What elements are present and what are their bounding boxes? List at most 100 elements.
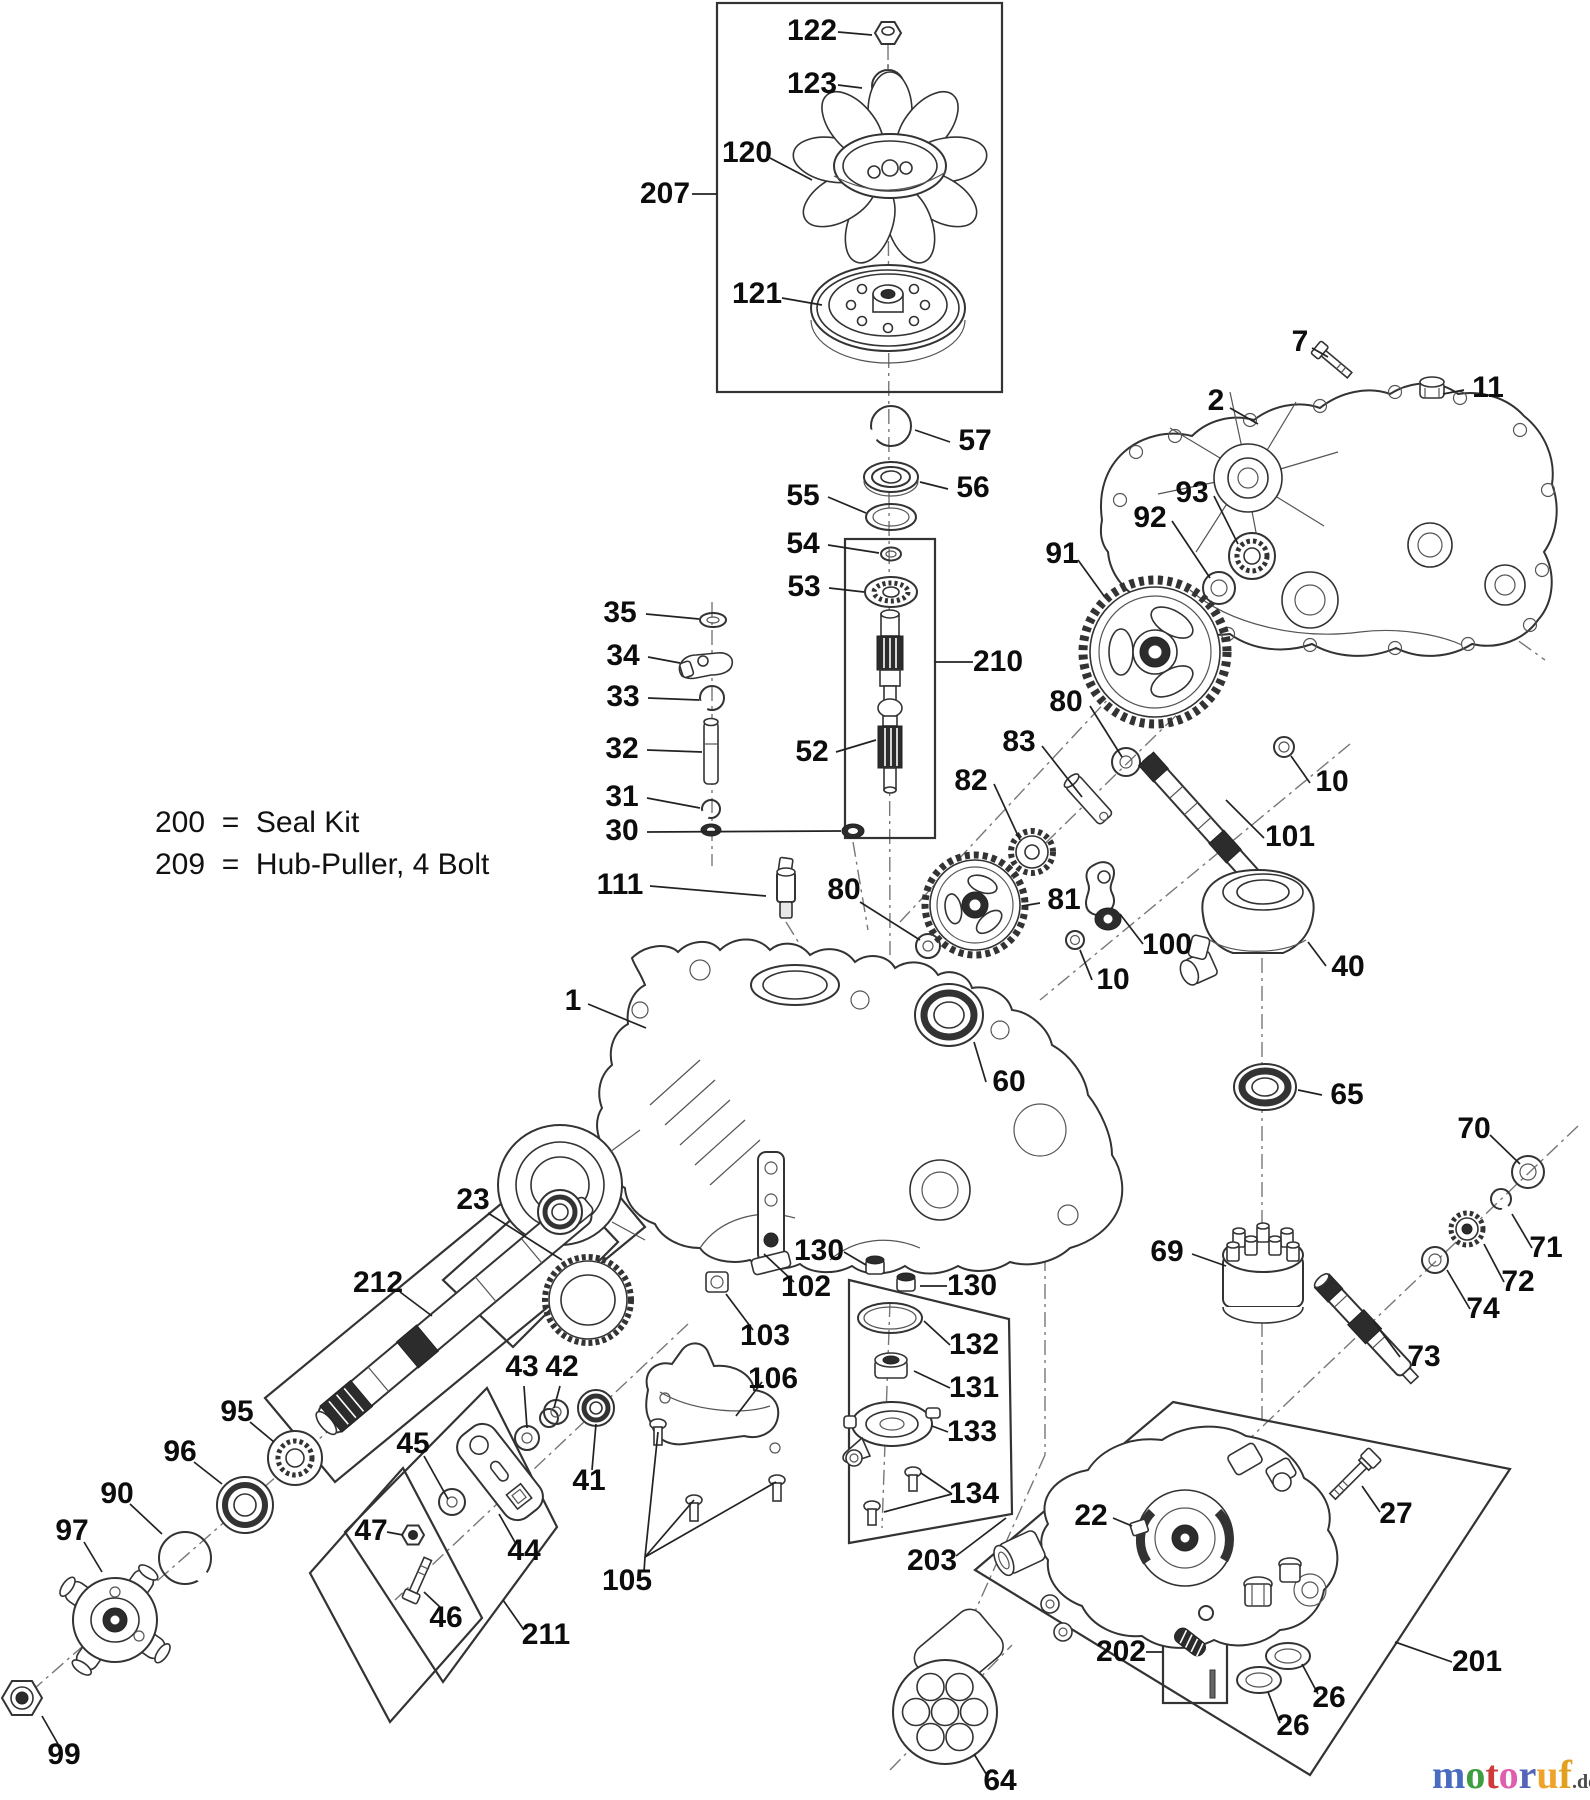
axle-212-glyph [315,1196,594,1436]
part-label-123-1: 123 [787,67,837,100]
shaft-73-glyph [1313,1273,1420,1385]
part-label-111-18: 111 [597,868,644,901]
bracket-106-glyph [645,1342,781,1454]
box-201 [973,1400,1512,1777]
part-label-202-46: 202 [1096,1635,1146,1668]
bushing-131-glyph [874,1352,908,1379]
wm-suffix: .de [1572,1771,1590,1793]
oring-10-lower-glyph [1065,930,1085,950]
box-210 [843,537,937,840]
fitting-a-glyph [1243,1576,1273,1607]
fan-120-glyph [792,71,988,264]
part-label-93-33: 93 [1175,476,1208,509]
part-label-100-25: 100 [1142,928,1192,961]
part-label-45-70: 45 [396,1427,429,1460]
plug-130-a-glyph [865,1255,885,1275]
pump-bolts-glyph [1040,1594,1073,1642]
part-label-52-11: 52 [795,735,828,768]
shaft-52-glyph [876,609,904,794]
piston-block-64-glyph [892,1608,1004,1765]
part-label-132-55: 132 [949,1328,999,1361]
part-label-40-29: 40 [1331,950,1364,983]
hub-97-glyph [59,1564,171,1676]
plug-130-b-glyph [896,1272,916,1292]
part-label-96-65: 96 [163,1435,196,1468]
seal-65-glyph [1233,1063,1297,1111]
part-label-83-22: 83 [1002,725,1035,758]
part-label-211-76: 211 [522,1618,570,1651]
part-label-130-57: 130 [947,1269,997,1302]
part-label-46-75: 46 [429,1601,462,1634]
block-pins [1226,1222,1300,1262]
washer-35-glyph [699,612,727,628]
spring-202-glyph [1174,1605,1216,1699]
wm-letter: f [1559,1752,1573,1797]
nut-99-glyph [0,1680,44,1716]
part-label-134-52: 134 [949,1477,999,1510]
part-label-210-10: 210 [973,645,1023,678]
part-labels: 1221231201212075756555453210523534333231… [47,14,1562,1797]
sensor-111-glyph [776,856,796,919]
part-label-80-20: 80 [827,873,860,906]
part-label-81-24: 81 [1047,883,1080,916]
oring-54-glyph [880,546,902,562]
washer-45-glyph [438,1488,466,1516]
snap-ring-33-glyph [696,685,725,712]
nut-42-glyph [539,1399,569,1428]
part-label-2-30: 2 [1208,384,1225,417]
part-label-90-66: 90 [100,1477,133,1510]
part-label-60-36: 60 [992,1065,1025,1098]
piston-block-69-glyph [1222,1222,1304,1324]
snap-ring-57-glyph [862,405,912,447]
part-label-26-48: 26 [1276,1709,1309,1742]
part-label-101-28: 101 [1265,820,1315,853]
part-label-65-37: 65 [1330,1078,1363,1111]
wm-letter: m [1432,1752,1465,1797]
part-label-22-45: 22 [1074,1499,1107,1532]
bearing-95-glyph [267,1430,323,1486]
part-label-53-9: 53 [787,570,820,603]
part-label-212-63: 212 [353,1266,403,1299]
pulley-121-glyph [810,264,966,364]
part-label-72-40: 72 [1501,1265,1534,1298]
part-label-121-3: 121 [732,277,782,310]
gear-81-glyph [921,851,1029,959]
part-label-82-23: 82 [954,764,987,797]
part-label-95-64: 95 [220,1395,253,1428]
part-label-106-60: 106 [748,1362,798,1395]
part-label-201-49: 201 [1452,1645,1502,1678]
oring-132-glyph [857,1302,923,1334]
box-207 [715,1,1004,394]
seal-96-glyph [216,1476,274,1534]
part-label-7-31: 7 [1292,325,1309,358]
bearing-93-glyph [1228,532,1276,580]
pistons [901,1672,989,1752]
part-label-26-47: 26 [1312,1681,1345,1714]
bearing-56-glyph [863,461,919,497]
part-label-103-59: 103 [740,1319,790,1352]
part-label-31-16: 31 [605,780,638,813]
pinion-82-glyph [1008,828,1056,876]
bolts-105-glyph [649,1418,786,1522]
grommet-30-glyph [841,823,865,839]
part-label-11-32: 11 [1472,371,1504,404]
washer-80-lower-glyph [915,933,941,959]
part-label-64-50: 64 [983,1764,1017,1797]
box-46-47 [308,1466,484,1724]
gear-91-glyph [1078,575,1232,729]
legend-hub-puller: 209 = Hub-Puller, 4 Bolt [155,848,490,881]
part-label-34-13: 34 [606,639,640,672]
seal-41-glyph [577,1389,615,1427]
seal-23-glyph [537,1189,583,1235]
part-label-74-41: 74 [1466,1292,1500,1325]
part-label-122-0: 122 [787,14,837,47]
part-label-70-38: 70 [1457,1112,1490,1145]
snap-ring-71-glyph [1490,1188,1512,1215]
washer-43-glyph [514,1425,540,1451]
part-label-32-15: 32 [605,732,638,765]
wm-letter: o [1499,1752,1519,1797]
part-label-97-67: 97 [55,1514,88,1547]
seal-26-b-glyph [1236,1666,1282,1694]
